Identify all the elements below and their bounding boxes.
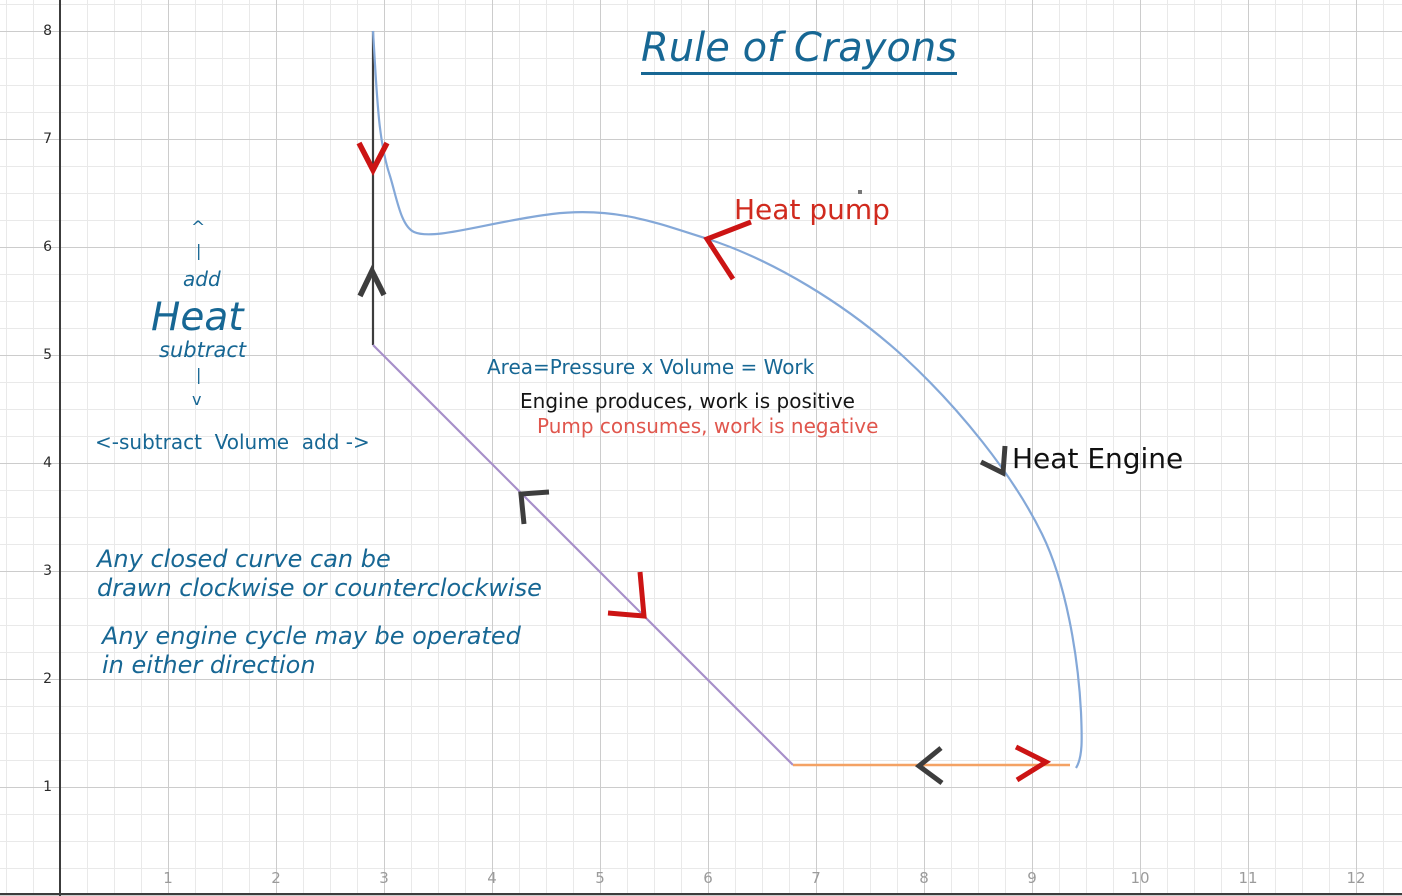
x-tick-label: 8: [919, 869, 929, 887]
volume-axis-label: <-subtract Volume add ->: [95, 430, 370, 454]
y-tick-label: 2: [43, 671, 52, 687]
note-engine-cycle-line2: in either direction: [102, 651, 316, 679]
heat-axis-bar-bottom: |: [196, 365, 202, 384]
y-tick-label: 6: [43, 239, 52, 255]
dark-down-arrow-curve: [979, 445, 1008, 477]
heat-axis-caret-down: v: [192, 390, 202, 409]
red-right-arrow-isobar: [1014, 744, 1052, 783]
x-tick-label: 1: [163, 869, 173, 887]
x-tick-label: 4: [487, 869, 497, 887]
note-closed-curve-line2: drawn clockwise or counterclockwise: [97, 574, 542, 602]
x-tick-label: 5: [595, 869, 605, 887]
y-tick-label: 1: [43, 779, 52, 795]
x-tick-label: 7: [811, 869, 821, 887]
y-tick-label: 3: [43, 563, 52, 579]
heat-axis-subtract-label: subtract: [159, 338, 247, 362]
x-tick-label: 2: [271, 869, 281, 887]
pump-negative-label: Pump consumes, work is negative: [537, 414, 879, 438]
x-tick-label: 12: [1346, 869, 1366, 887]
note-closed-curve-line1: Any closed curve can be: [97, 545, 391, 573]
y-tick-label: 4: [43, 455, 52, 471]
heat-engine-label: Heat Engine: [1012, 442, 1184, 475]
red-upleft-arrow-curve: [703, 219, 752, 281]
heat-axis-bar-top: |: [196, 241, 202, 260]
y-tick-label: 8: [43, 23, 52, 39]
dark-up-arrow-isochore: [357, 264, 387, 298]
red-downright-arrow-expansion: [607, 571, 647, 619]
heat-axis-add-label: add: [183, 267, 221, 291]
x-tick-label: 9: [1027, 869, 1037, 887]
dark-left-arrow-isobar: [914, 746, 944, 786]
x-tick-label: 3: [379, 869, 389, 887]
note-engine-cycle-line1: Any engine cycle may be operated: [102, 622, 521, 650]
engine-positive-label: Engine produces, work is positive: [520, 389, 855, 413]
red-down-arrow-isochore: [356, 141, 390, 176]
page-title: Rule of Crayons: [641, 26, 958, 75]
x-tick-label: 11: [1238, 869, 1258, 887]
heat-axis-caret-up: ^: [191, 218, 206, 238]
y-tick-label: 7: [43, 131, 52, 147]
y-tick-label: 5: [43, 347, 52, 363]
heat-pump-label: Heat pump: [734, 193, 890, 226]
dark-upleft-arrow-expansion: [518, 489, 550, 525]
area-work-label: Area=Pressure x Volume = Work: [487, 355, 815, 379]
x-tick-label: 6: [703, 869, 713, 887]
y-axis-line: [59, 0, 61, 896]
x-axis-line: [0, 893, 1402, 895]
x-tick-label: 10: [1130, 869, 1150, 887]
heat-axis-title: Heat: [151, 295, 244, 340]
